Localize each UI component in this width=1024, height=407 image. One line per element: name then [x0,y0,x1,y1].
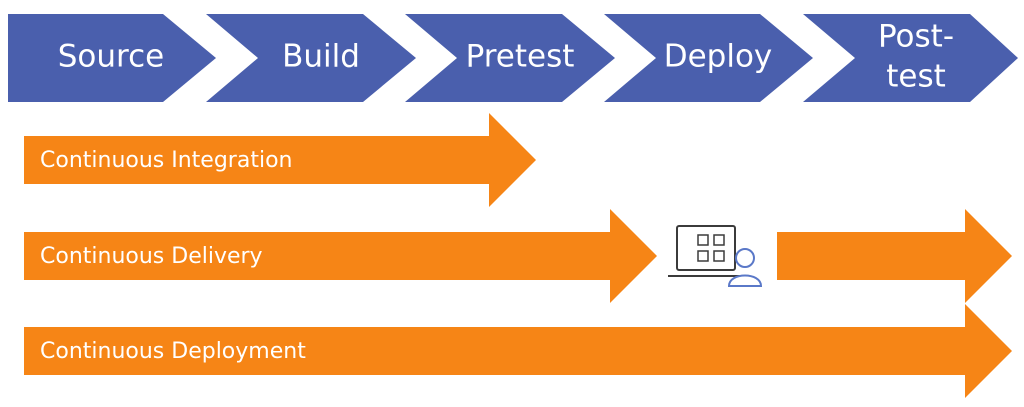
stage-post-test-label-line1: Post- [878,19,954,55]
stage-deploy-chevron [604,14,813,102]
continuous-delivery-label: Continuous Delivery [40,244,263,269]
grid-cell-icon [713,250,725,262]
grid-cell-icon [713,234,725,246]
continuous-deployment-label: Continuous Deployment [40,339,306,364]
continuous-deployment-arrow: Continuous Deployment [24,304,1012,398]
person-body-icon [727,274,763,287]
stage-post-test-label-line2: test [886,59,946,95]
continuous-integration-label: Continuous Integration [40,148,292,173]
stage-deploy-label: Deploy [664,39,773,75]
stage-source-chevron [8,14,216,102]
manual-approval-icon [668,225,763,287]
continuous-integration-arrow-shape [24,113,536,207]
laptop-screen-icon [676,225,736,271]
stage-source-label: Source [58,39,164,75]
stage-pretest-chevron [405,14,615,102]
continuous-delivery-arrow: Continuous Delivery [24,209,1012,303]
grid-cell-icon [697,234,709,246]
stage-post-test-chevron [803,14,1018,102]
grid-cell-icon [697,250,709,262]
stage-build-chevron [206,14,416,102]
pipeline-stages: Source Build Pretest Deploy Post- test [8,14,1018,102]
person-head-icon [735,248,755,268]
continuous-delivery-arrow-shape [24,209,657,303]
continuous-delivery-arrow-continuation [777,209,1012,303]
continuous-deployment-arrow-shape [24,304,1012,398]
continuous-integration-arrow: Continuous Integration [24,113,536,207]
stage-build-label: Build [282,39,360,75]
stage-pretest-label: Pretest [466,39,575,75]
